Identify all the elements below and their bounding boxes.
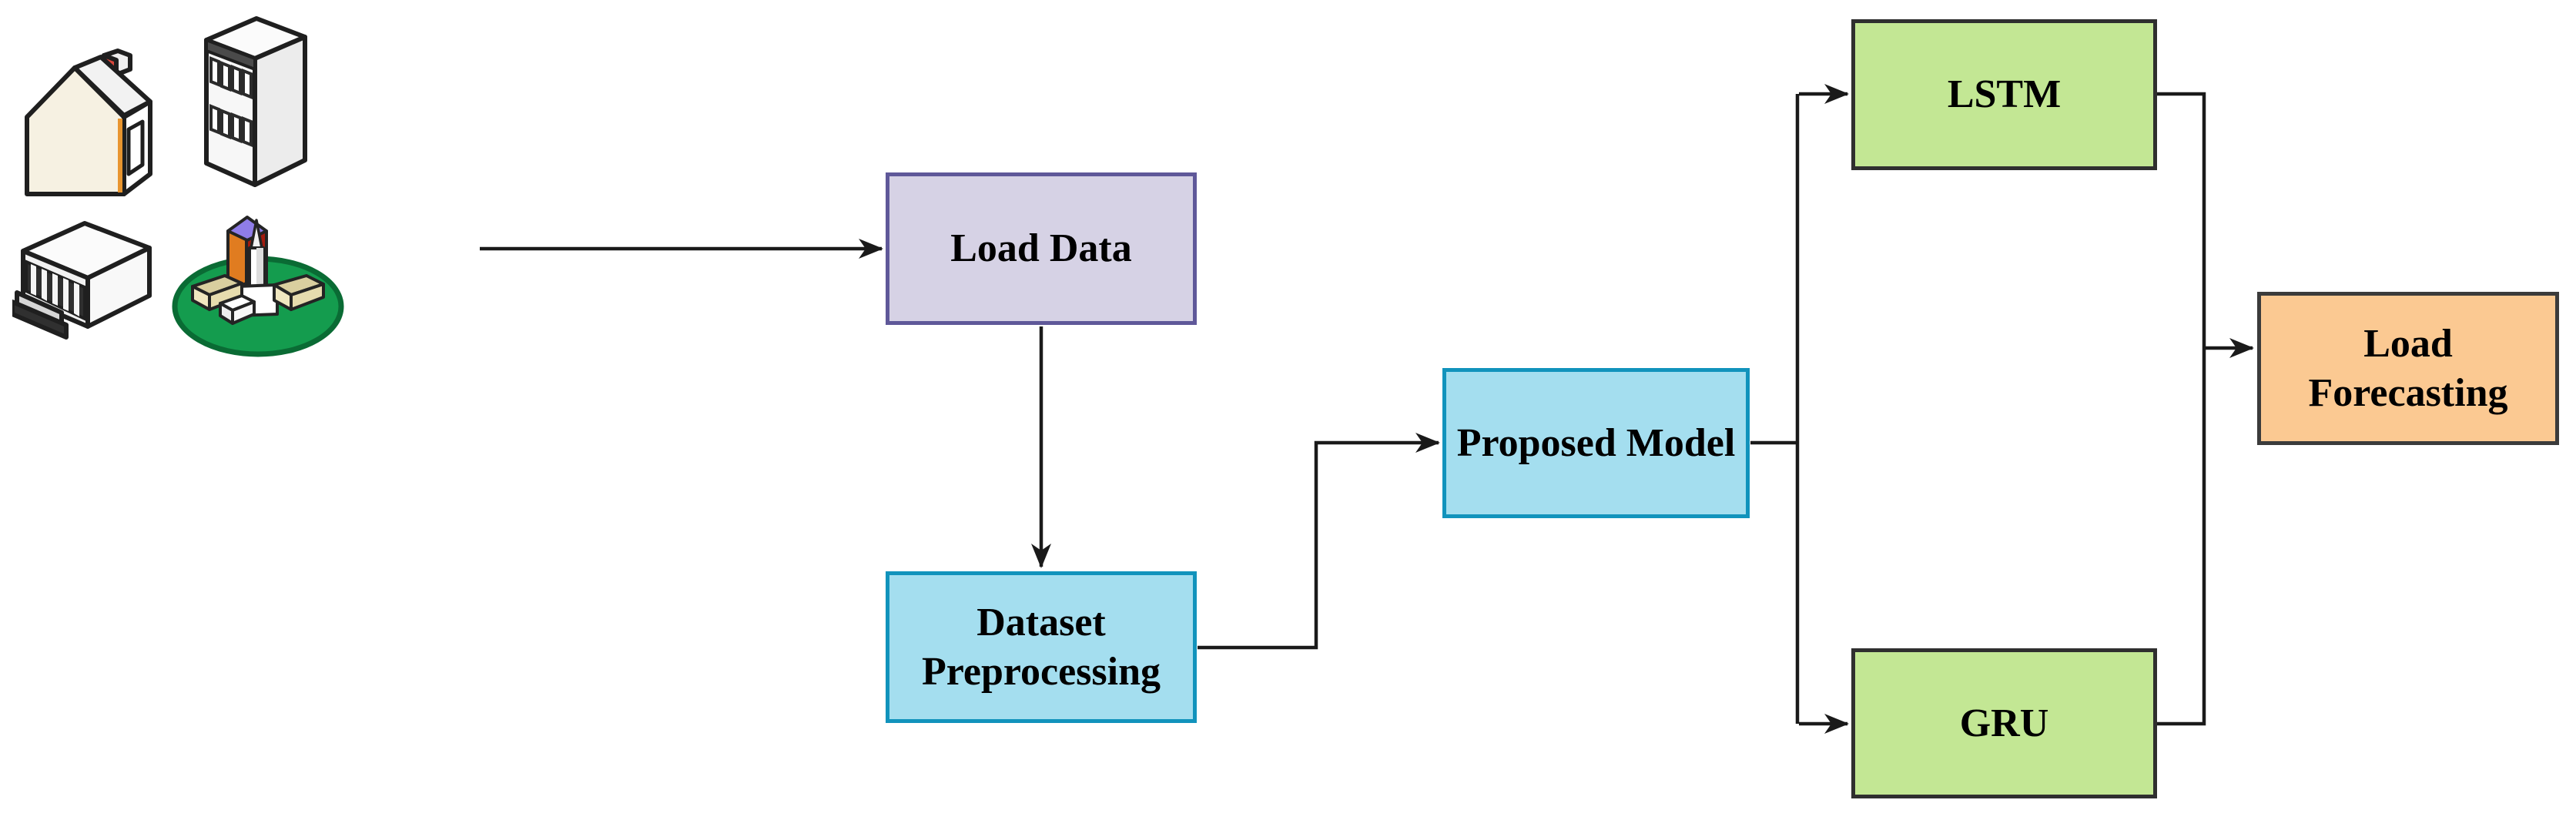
node-gru-label: GRU xyxy=(1959,701,2049,745)
campus-right-wing-side xyxy=(290,283,325,311)
node-lstm: LSTM xyxy=(1851,19,2157,170)
house-corner-trim xyxy=(118,119,122,192)
campus-front-cube-side xyxy=(231,300,256,325)
warehouse-icon xyxy=(12,221,152,340)
node-load-data-label: Load Data xyxy=(950,226,1132,271)
merge-trunk-lstm-gru xyxy=(2156,92,2206,726)
node-proposed-model: Proposed Model xyxy=(1442,368,1750,518)
node-load-forecasting-label: Load Forecasting xyxy=(2308,322,2508,415)
office-windows xyxy=(209,56,253,147)
campus-church-tower-shade xyxy=(256,248,263,296)
warehouse-base-steps xyxy=(12,290,69,340)
node-lstm-label: LSTM xyxy=(1947,72,2062,117)
campus-icon xyxy=(172,216,344,357)
office-eave-band xyxy=(205,38,256,71)
node-dataset-preprocessing: Dataset Preprocessing xyxy=(886,571,1197,723)
node-proposed-model-label: Proposed Model xyxy=(1456,420,1736,465)
warehouse-right-wall xyxy=(85,246,152,329)
house-door xyxy=(126,119,145,176)
node-load-forecasting: Load Forecasting xyxy=(2257,292,2559,445)
warehouse-colonnade xyxy=(25,259,86,322)
office-building-icon xyxy=(204,16,307,187)
node-gru: GRU xyxy=(1851,648,2157,798)
office-right-wall xyxy=(253,35,307,187)
house-icon xyxy=(25,49,152,196)
node-load-data: Load Data xyxy=(886,172,1197,325)
edge-dataset-preprocessing-to-proposed-model xyxy=(1198,433,1440,650)
node-dataset-preprocessing-label: Dataset Preprocessing xyxy=(921,601,1161,694)
